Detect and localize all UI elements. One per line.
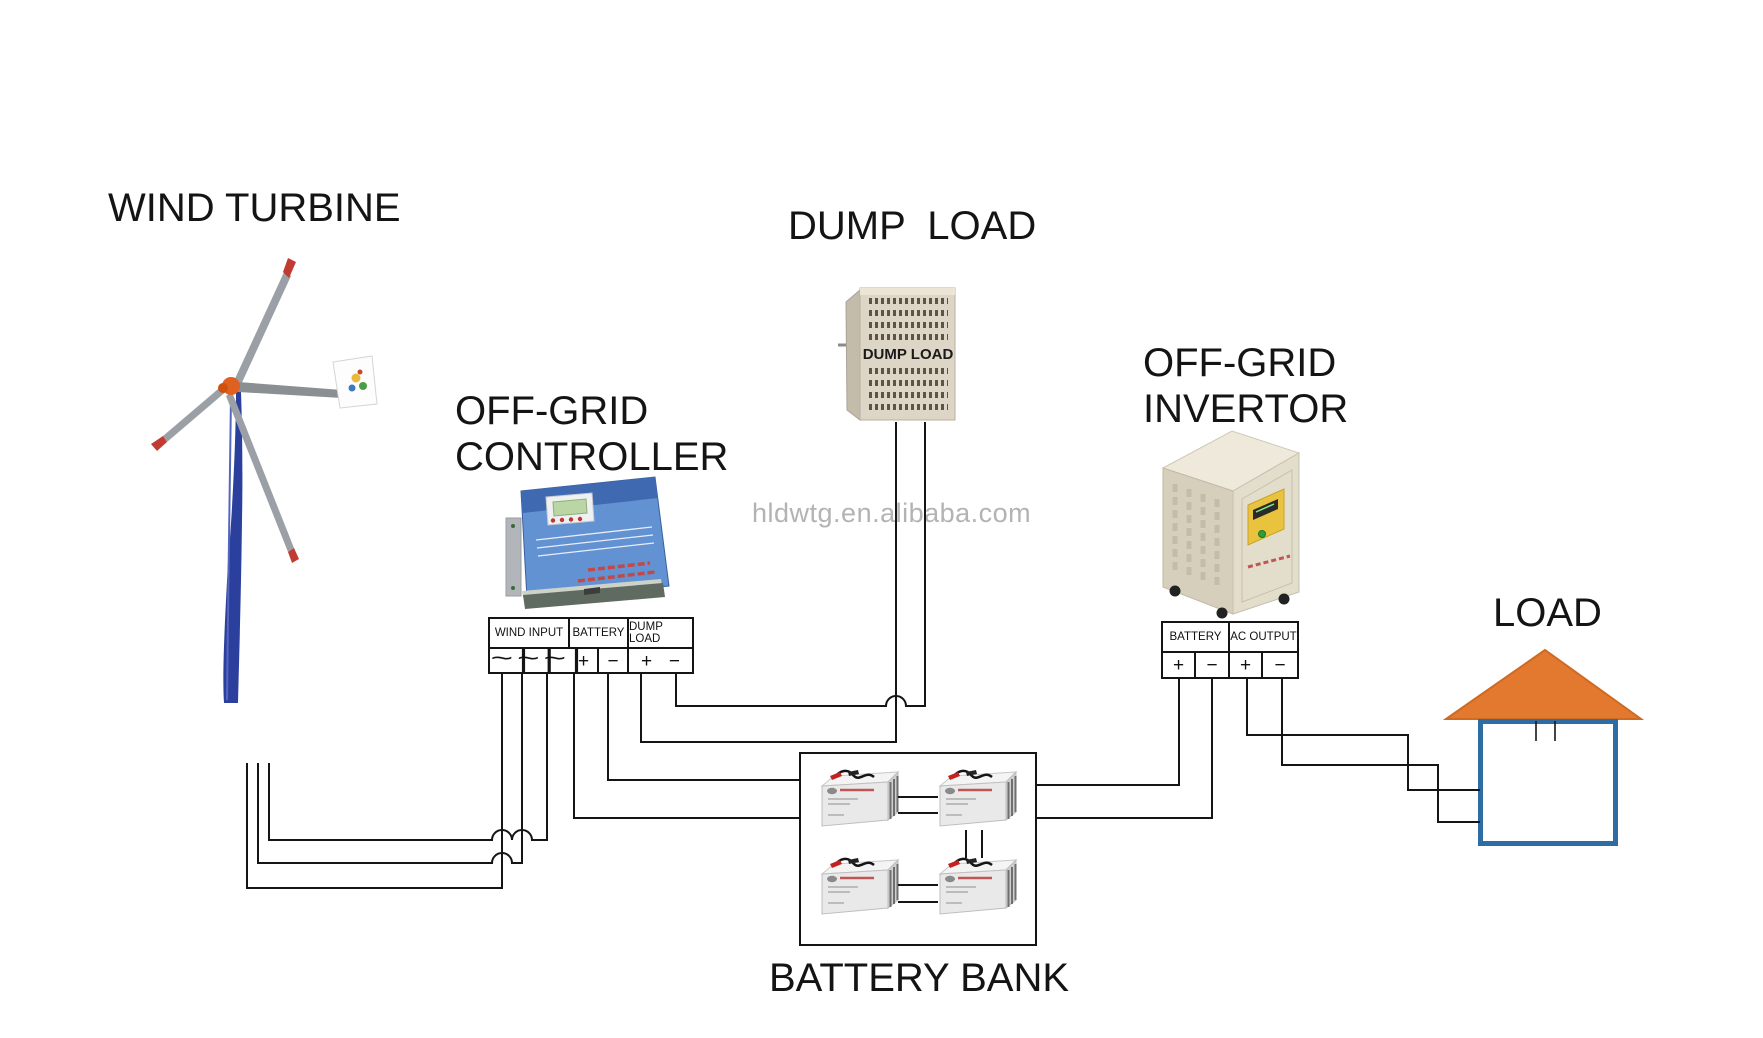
wire-dump-plus — [640, 422, 897, 743]
inverter-terminal-block: BATTERY AC OUTPUT + − + − — [1161, 621, 1299, 679]
wire-wind-3 — [268, 673, 548, 841]
battery-bank-box — [799, 752, 1037, 946]
controller-terminal-block: WIND INPUT BATTERY DUMP LOAD ~ ~ ~ + − +… — [488, 617, 694, 674]
wire-wind-2 — [257, 673, 523, 864]
controller-terminal-symbols: ~ ~ ~ + − + − — [490, 646, 692, 674]
terminal-ac-minus: − — [1274, 654, 1286, 676]
wind-turbine-image — [151, 258, 378, 703]
wire-wind-1 — [246, 673, 503, 889]
terminal-ac-symbol: ~ — [535, 646, 579, 674]
dump-load-box-label: DUMP LOAD — [863, 346, 954, 363]
terminal-ac-symbol: ~ — [482, 646, 526, 674]
dump-load-title: DUMP LOAD — [788, 204, 1037, 248]
controller-image — [505, 476, 670, 609]
terminal-dump-minus: − — [668, 650, 680, 672]
wind-turbine-title: WIND TURBINE — [108, 186, 401, 230]
terminal-header-battery: BATTERY — [570, 619, 629, 647]
terminal-header-dump-load: DUMP LOAD — [629, 621, 663, 645]
wire-controller-battery-minus — [607, 673, 801, 781]
terminal-header-ac-output: AC OUTPUT — [1230, 631, 1297, 643]
wire-dump-minus — [675, 422, 926, 707]
watermark-text: hldwtg.en.alibaba.com — [752, 498, 1032, 528]
invertor-title-line2: INVERTOR — [1143, 387, 1349, 431]
controller-title-line1: OFF-GRID — [455, 389, 649, 433]
controller-title-line2: CONTROLLER — [455, 435, 729, 479]
terminal-ac-symbol: ~ — [509, 646, 551, 674]
invertor-title: OFF-GRID INVERTOR — [1143, 340, 1348, 432]
battery-bank-title: BATTERY BANK — [768, 956, 1070, 1000]
inverter-terminal-symbols: + − + − — [1163, 651, 1297, 678]
wire-ac-minus — [1281, 679, 1480, 823]
inverter-image — [1161, 430, 1301, 619]
terminal-dump-plus-minus: + − — [629, 649, 692, 674]
terminal-battery-minus: − — [599, 649, 629, 674]
terminal-dump-plus: + — [641, 650, 653, 672]
controller-title: OFF-GRID CONTROLLER — [455, 388, 728, 480]
load-title: LOAD — [1493, 591, 1602, 635]
house-body — [1478, 719, 1618, 846]
terminal-battery-plus: + — [570, 649, 599, 674]
terminal-inv-battery-minus: − — [1196, 653, 1230, 678]
wire-ac-plus — [1246, 679, 1480, 791]
wire-controller-battery-plus — [573, 673, 801, 819]
terminal-inv-battery-plus: + — [1163, 653, 1196, 678]
wire-inverter-battery-plus — [1035, 679, 1180, 786]
wire-battery-links — [898, 796, 983, 903]
invertor-title-line1: OFF-GRID — [1143, 341, 1337, 385]
dump-load-image: DUMP LOAD — [838, 287, 956, 422]
inverter-terminal-headers: BATTERY AC OUTPUT — [1163, 623, 1297, 651]
terminal-header-inv-battery: BATTERY — [1163, 623, 1230, 651]
controller-terminal-headers: WIND INPUT BATTERY DUMP LOAD — [490, 619, 692, 647]
terminal-header-wind-input: WIND INPUT — [490, 619, 570, 647]
terminal-ac-plus: + — [1230, 653, 1263, 678]
wire-inverter-battery-minus — [1035, 679, 1213, 819]
